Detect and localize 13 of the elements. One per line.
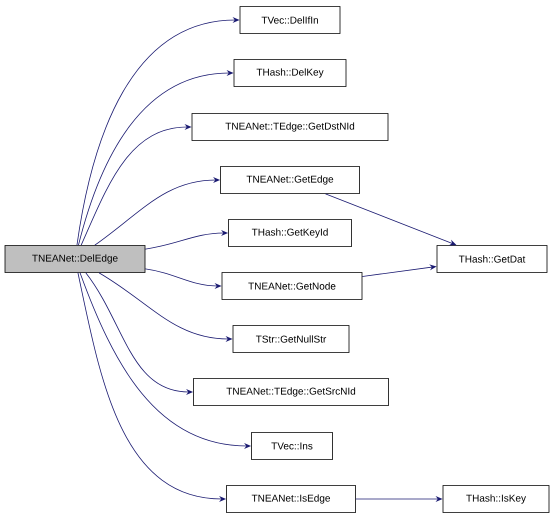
function-box: TNEANet::IsEdge	[226, 485, 356, 513]
function-box: TNEANet::TEdge::GetSrcNId	[193, 378, 389, 406]
function-box: TNEANet::TEdge::GetDstNId	[192, 113, 388, 141]
function-box: THash::GetKeyId	[228, 219, 352, 247]
function-box: TNEANet::GetNode	[222, 272, 362, 300]
function-box: THash::DelKey	[234, 59, 346, 87]
function-box: TVec::Ins	[251, 432, 333, 460]
function-box: THash::IsKey	[442, 485, 550, 513]
function-box: TNEANet::DelEdge	[4, 245, 146, 273]
function-box: TVec::DelIfIn	[240, 6, 340, 34]
function-box: THash::GetDat	[436, 245, 548, 273]
function-box: TStr::GetNullStr	[232, 325, 350, 353]
function-box: TNEANet::GetEdge	[220, 166, 360, 194]
